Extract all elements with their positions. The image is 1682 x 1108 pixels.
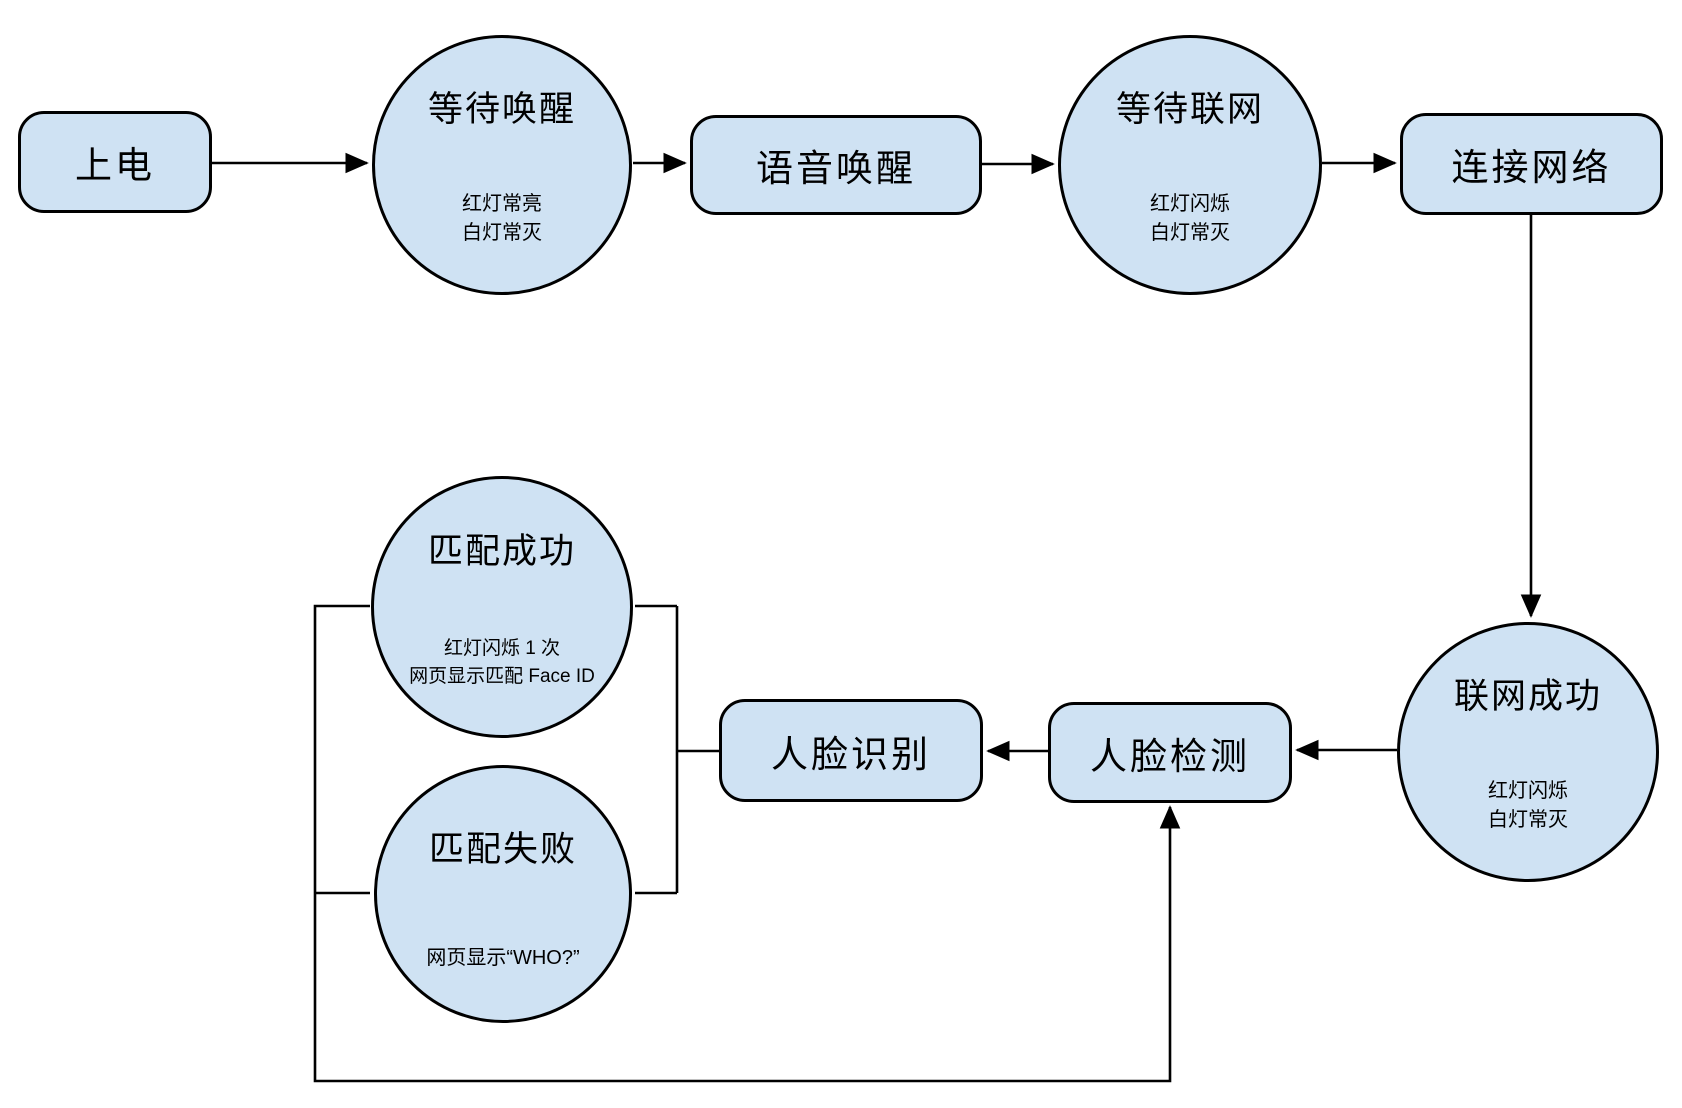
- wait-wake-sub-line1: 红灯常亮: [462, 193, 542, 216]
- node-connect-network: 连接网络: [1400, 113, 1663, 215]
- node-network-success: 联网成功 红灯闪烁 白灯常灭: [1397, 622, 1659, 882]
- node-network-success-subtext: 红灯闪烁 白灯常灭: [1400, 777, 1656, 835]
- node-network-success-title: 联网成功: [1453, 677, 1602, 717]
- node-face-recognition: 人脸识别: [719, 699, 983, 802]
- connector-match-results-loop-to-face-detection: [313, 604, 1170, 1083]
- match-success-sub-line2: 网页显示匹配 Face ID: [409, 665, 595, 687]
- node-wait-wake-title: 等待唤醒: [427, 90, 576, 130]
- node-connect-network-label: 连接网络: [1451, 147, 1612, 188]
- node-match-fail-subtext: 网页显示“WHO?”: [377, 944, 629, 973]
- node-wait-wake-subtext: 红灯常亮 白灯常灭: [375, 190, 629, 248]
- node-voice-wake-label: 语音唤醒: [756, 148, 916, 189]
- node-wait-wake: 等待唤醒 红灯常亮 白灯常灭: [372, 35, 632, 295]
- node-face-recognition-label: 人脸识别: [771, 733, 931, 775]
- node-wait-network: 等待联网 红灯闪烁 白灯常灭: [1058, 35, 1322, 295]
- wait-network-sub-line2: 白灯常灭: [1150, 222, 1230, 245]
- node-power-on-label: 上电: [75, 145, 155, 186]
- match-success-sub-line1: 红灯闪烁 1 次: [443, 638, 561, 660]
- wait-wake-sub-line2: 白灯常灭: [462, 222, 542, 245]
- node-match-fail: 匹配失败 网页显示“WHO?”: [374, 765, 632, 1023]
- node-match-success: 匹配成功 红灯闪烁 1 次 网页显示匹配 Face ID: [371, 476, 633, 738]
- node-face-detection: 人脸检测: [1048, 702, 1292, 803]
- node-voice-wake: 语音唤醒: [690, 115, 982, 215]
- match-fail-sub-line1: 网页显示“WHO?”: [426, 947, 580, 970]
- node-match-success-title: 匹配成功: [427, 531, 576, 571]
- node-wait-network-title: 等待联网: [1115, 90, 1264, 130]
- node-power-on: 上电: [18, 111, 212, 213]
- connector-match-results-to-face-recognition: [635, 604, 719, 895]
- wait-network-sub-line1: 红灯闪烁: [1150, 193, 1230, 216]
- node-match-success-subtext: 红灯闪烁 1 次 网页显示匹配 Face ID: [374, 635, 630, 690]
- node-match-fail-title: 匹配失败: [428, 829, 577, 869]
- network-success-sub-line1: 红灯闪烁: [1488, 780, 1568, 803]
- network-success-sub-line2: 白灯常灭: [1488, 809, 1568, 832]
- node-wait-network-subtext: 红灯闪烁 白灯常灭: [1061, 190, 1319, 248]
- node-face-detection-label: 人脸检测: [1090, 735, 1250, 777]
